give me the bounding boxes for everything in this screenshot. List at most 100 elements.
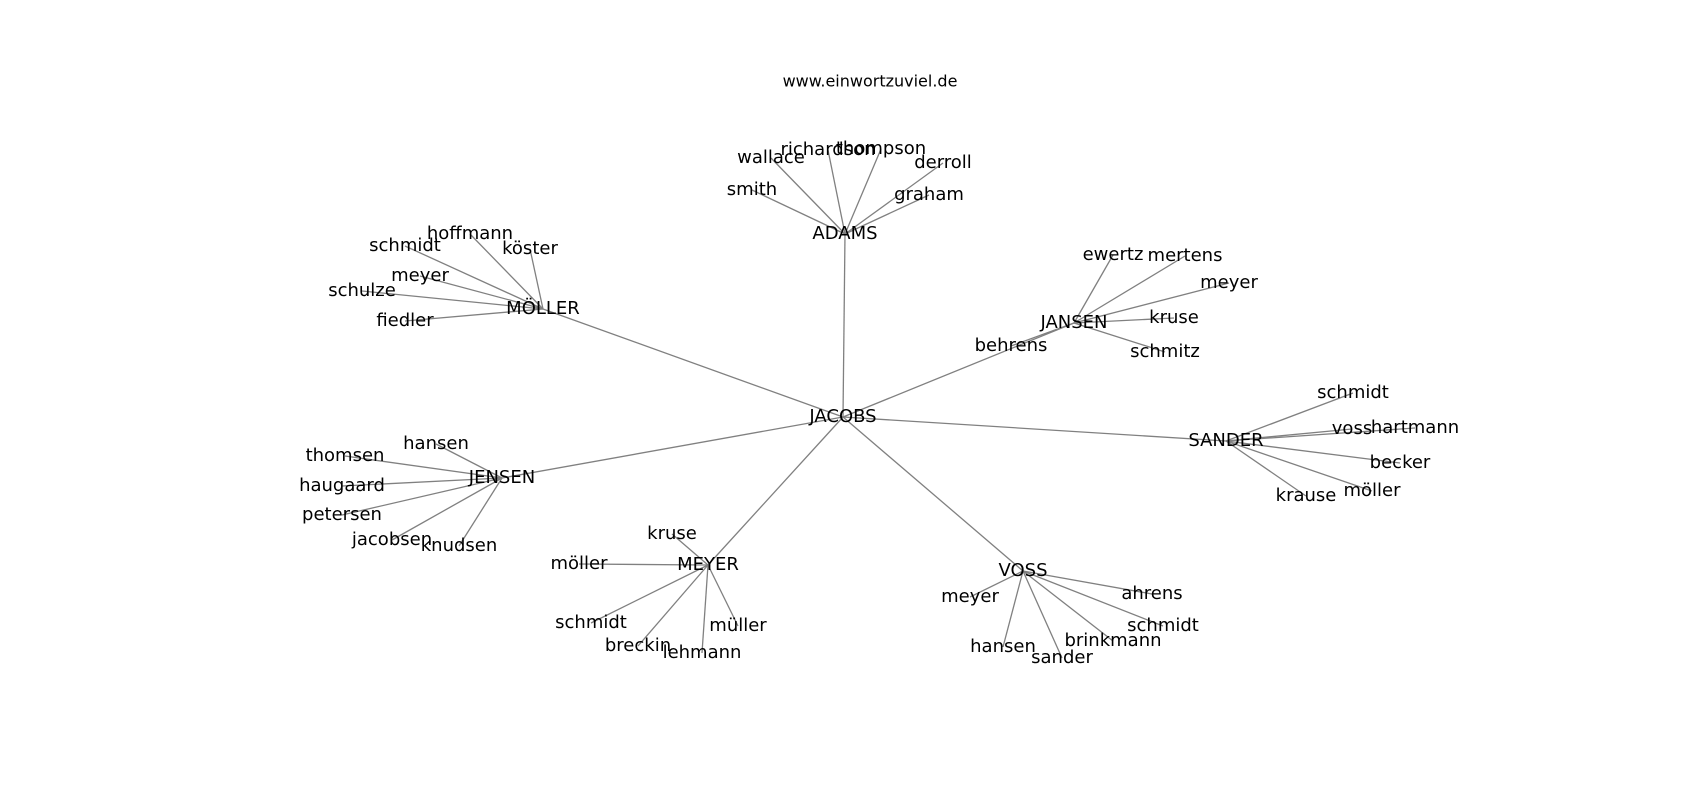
edge-sander-leaf — [1225, 427, 1416, 442]
leaf-node-label: schmitz — [1130, 341, 1200, 362]
hub-node-label: JANSEN — [1039, 312, 1107, 333]
edge-voss-leaf — [1022, 570, 1164, 627]
edge-jensen-leaf — [341, 477, 503, 487]
leaf-node-label: kruse — [1149, 307, 1199, 328]
leaf-node-label: meyer — [391, 265, 449, 286]
edge-möller-leaf — [404, 308, 544, 322]
edge-adams-leaf — [770, 157, 846, 235]
edge-meyer-leaf — [637, 564, 709, 647]
leaf-node-label: behrens — [975, 335, 1048, 356]
leaf-node-label: richardson — [780, 139, 875, 160]
hub-node-label: MÖLLER — [506, 297, 580, 319]
leaf-node-label: becker — [1370, 452, 1431, 473]
leaf-node-label: thomsen — [306, 445, 385, 466]
site-title: www.einwortzuviel.de — [783, 72, 958, 91]
edge-meyer-leaf — [707, 564, 739, 627]
edge-adams-leaf — [827, 149, 846, 235]
edge-meyer-leaf — [701, 564, 709, 654]
edge-center-to-jansen — [842, 322, 1075, 418]
edge-meyer-leaf — [671, 533, 709, 566]
edge-jansen-leaf — [1073, 282, 1230, 324]
leaf-node-label: hansen — [970, 636, 1036, 657]
leaf-node-label: knudsen — [421, 535, 498, 556]
edge-sander-leaf — [1225, 392, 1354, 442]
edge-möller-leaf — [404, 245, 544, 310]
edge-voss-leaf — [1022, 570, 1063, 659]
edge-voss-leaf — [969, 570, 1024, 598]
edge-jensen-leaf — [341, 477, 503, 516]
edge-sander-leaf — [1225, 440, 1307, 497]
edge-voss-leaf — [1022, 570, 1153, 595]
hub-node-label: MEYER — [677, 554, 739, 575]
center-node-label: JACOBS — [808, 406, 876, 427]
leaf-node-label: hansen — [403, 433, 469, 454]
edge-möller-leaf — [469, 233, 544, 310]
leaf-node-label: müller — [709, 615, 767, 636]
leaf-node-label: haugaard — [299, 475, 385, 496]
leaf-node-label: möller — [550, 553, 608, 574]
edge-center-to-adams — [842, 233, 846, 418]
edge-center-to-voss — [842, 416, 1024, 572]
leaf-node-label: petersen — [302, 504, 382, 525]
leaf-node-label: krause — [1276, 485, 1337, 506]
edge-center-to-sander — [842, 416, 1227, 442]
edge-jansen-leaf — [1073, 317, 1175, 324]
labels-layer: JACOBS ADAMS wallacerichardsonthompsonderr… — [299, 138, 1459, 668]
edge-adams-leaf — [844, 194, 930, 235]
edge-jansen-leaf — [1073, 254, 1114, 324]
hub-node-label: VOSS — [998, 560, 1047, 581]
edge-adams-leaf — [844, 162, 944, 235]
edge-möller-leaf — [529, 248, 544, 310]
edge-möller-leaf — [361, 290, 544, 310]
edge-center-to-möller — [542, 308, 844, 418]
leaf-node-label: schmidt — [369, 235, 441, 256]
edge-adams-leaf — [751, 189, 846, 235]
hub-node-label: JENSEN — [468, 467, 535, 488]
edge-jansen-leaf — [1073, 322, 1166, 353]
leaf-node-label: derroll — [914, 152, 972, 173]
leaf-node-label: brinkmann — [1064, 630, 1161, 651]
edge-adams-leaf — [844, 148, 882, 235]
hub-node-label: SANDER — [1188, 430, 1263, 451]
leaf-node-label: kruse — [647, 523, 697, 544]
edge-voss-leaf — [1022, 570, 1114, 642]
edge-möller-leaf — [419, 275, 544, 310]
edge-voss-leaf — [1002, 570, 1024, 648]
leaf-node-label: wallace — [737, 147, 805, 168]
edge-jansen-leaf — [1073, 255, 1186, 324]
leaf-node-label: voss — [1332, 418, 1372, 439]
leaf-node-label: hoffmann — [427, 223, 513, 244]
leaf-node-label: mertens — [1148, 245, 1223, 266]
edge-sander-leaf — [1225, 440, 1401, 464]
leaf-node-label: köster — [502, 238, 558, 259]
hub-node-label: ADAMS — [812, 223, 877, 244]
leaf-node-label: schulze — [328, 280, 396, 301]
edge-sander-leaf — [1225, 440, 1373, 492]
edge-center-to-meyer — [707, 416, 844, 566]
edges-layer — [341, 148, 1416, 659]
leaf-node-label: fiedler — [376, 310, 434, 331]
leaf-node-label: schmidt — [1127, 615, 1199, 636]
leaf-node-label: ewertz — [1083, 244, 1144, 265]
leaf-node-label: sander — [1031, 647, 1093, 668]
leaf-node-label: breckin — [605, 635, 671, 656]
leaf-node-label: lehmann — [663, 642, 742, 663]
edge-jensen-leaf — [344, 455, 503, 479]
edge-jensen-leaf — [391, 477, 503, 541]
leaf-node-label: thompson — [836, 138, 926, 159]
edge-meyer-leaf — [590, 564, 709, 624]
leaf-node-label: meyer — [941, 586, 999, 607]
leaf-node-label: möller — [1343, 480, 1401, 501]
edge-jansen-leaf — [1010, 322, 1075, 347]
leaf-node-label: schmidt — [555, 612, 627, 633]
edge-jensen-leaf — [435, 443, 503, 479]
leaf-node-label: smith — [727, 179, 777, 200]
leaf-node-label: schmidt — [1317, 382, 1389, 403]
leaf-node-label: meyer — [1200, 272, 1258, 293]
leaf-node-label: ahrens — [1121, 583, 1182, 604]
edge-meyer-leaf — [578, 563, 709, 566]
leaf-node-label: jacobsen — [351, 529, 432, 550]
edge-center-to-jensen — [501, 416, 844, 479]
edge-jensen-leaf — [458, 477, 503, 547]
